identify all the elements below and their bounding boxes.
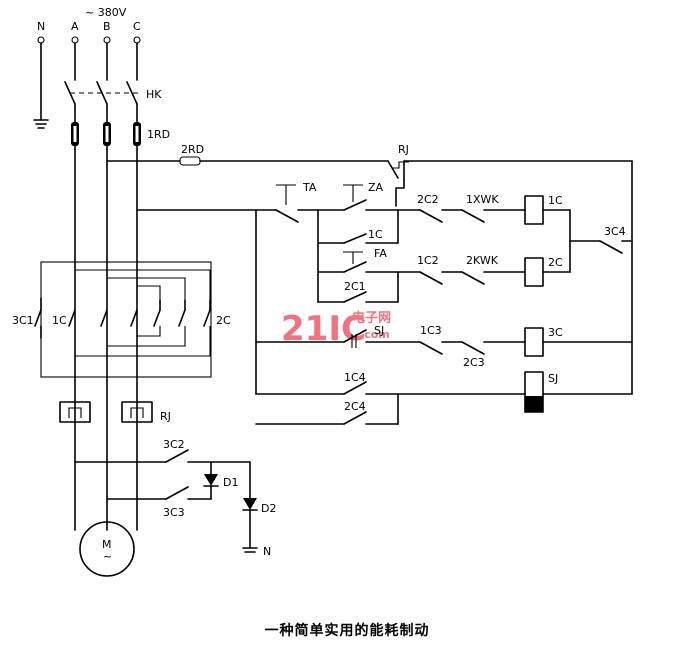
main-contactor-block: 3C1 1C 2C — [12, 261, 231, 378]
coil-sj-label: SJ — [548, 372, 558, 385]
main-1c-label: 1C — [52, 314, 67, 327]
2rd-label: 2RD — [181, 143, 204, 156]
control-supply: 2RD RJ — [106, 143, 633, 395]
3c2-label: 3C2 — [163, 438, 185, 451]
fuses-1rd: 1RD — [71, 103, 170, 146]
row-1: TA ZA 2C2 1XWK 1C — [255, 181, 571, 395]
motor: M ~ — [79, 521, 135, 577]
coil-2c-label: 2C — [548, 256, 563, 269]
motor-symbol: ~ — [103, 550, 112, 563]
c1-1-label: 1C — [368, 228, 383, 241]
thermal-relay-heaters: RJ — [59, 401, 171, 423]
rj-label: RJ — [398, 143, 409, 156]
terminal-a-label: A — [71, 20, 79, 33]
coil-3c-label: 3C — [548, 326, 563, 339]
1rd-label: 1RD — [147, 128, 170, 141]
coil-1c-label: 1C — [548, 194, 563, 207]
rj-heater-label: RJ — [160, 410, 171, 423]
terminal-n-label: N — [37, 20, 45, 33]
d1-label: D1 — [223, 476, 238, 489]
row-4-5: 1C4 SJ 2C4 — [255, 371, 633, 425]
ta-label: TA — [302, 181, 317, 194]
1xwk-label: 1XWK — [466, 193, 499, 206]
motor-label: M — [102, 538, 112, 551]
knife-switch-hk: HK — [64, 42, 162, 105]
hk-label: HK — [146, 88, 162, 101]
1c2-label: 1C2 — [417, 254, 439, 267]
fa-label: FA — [374, 247, 387, 260]
neutral-line — [33, 42, 49, 129]
row-2: 1C FA 2C1 1C2 2KWK 2C 3C4 — [317, 209, 633, 303]
2c3-label: 2C3 — [463, 356, 485, 369]
voltage-label: ~ 380V — [85, 6, 127, 19]
figure-caption: 一种简单实用的能耗制动 — [264, 623, 430, 639]
watermark-sub: 电子网 — [352, 310, 391, 326]
terminal-b-label: B — [103, 20, 111, 33]
3c4-label: 3C4 — [604, 225, 626, 238]
2kwk-label: 2KWK — [466, 254, 499, 267]
2c2-label: 2C2 — [417, 193, 439, 206]
watermark-sub2: .com — [360, 328, 390, 341]
3c1-label: 3C1 — [12, 314, 34, 327]
1c4-label: 1C4 — [344, 371, 366, 384]
sj-contact-label: SJ — [374, 324, 384, 337]
1c3-label: 1C3 — [420, 324, 442, 337]
za-label: ZA — [368, 181, 384, 194]
3c3-label: 3C3 — [163, 506, 185, 519]
phase-lines — [74, 145, 138, 531]
2c1-label: 2C1 — [344, 280, 366, 293]
terminal-c-label: C — [133, 20, 141, 33]
row-3: SJ 1C3 2C3 3C — [255, 324, 633, 369]
d2-label: D2 — [261, 502, 276, 515]
main-2c-label: 2C — [216, 314, 231, 327]
n-bottom-label: N — [263, 545, 271, 558]
supply-terminals: ~ 380V N A B C — [37, 6, 141, 44]
braking-section: 3C2 3C3 D1 D2 N — [74, 438, 276, 558]
2c4-label: 2C4 — [344, 400, 366, 413]
